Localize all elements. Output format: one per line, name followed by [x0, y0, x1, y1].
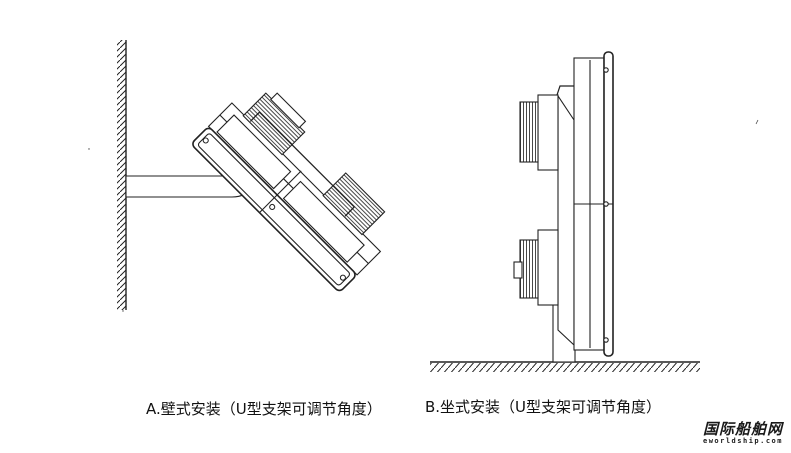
wall-mount-drawing: [88, 40, 386, 312]
wall-hatch: [117, 40, 127, 310]
wall-luminaire: [192, 92, 386, 292]
floor-hatch: [430, 361, 700, 372]
watermark-domain: eworldship.com: [702, 437, 783, 445]
caption-wall-mount: A.壁式安装（U型支架可调节角度）: [146, 400, 382, 418]
watermark-logo: 国际船舶网 eworldship.com: [703, 421, 783, 446]
floor-mount-drawing: [430, 51, 759, 372]
watermark-name: 国际船舶网: [702, 420, 783, 438]
caption-floor-mount: B.坐式安装（U型支架可调节角度）: [425, 398, 662, 416]
